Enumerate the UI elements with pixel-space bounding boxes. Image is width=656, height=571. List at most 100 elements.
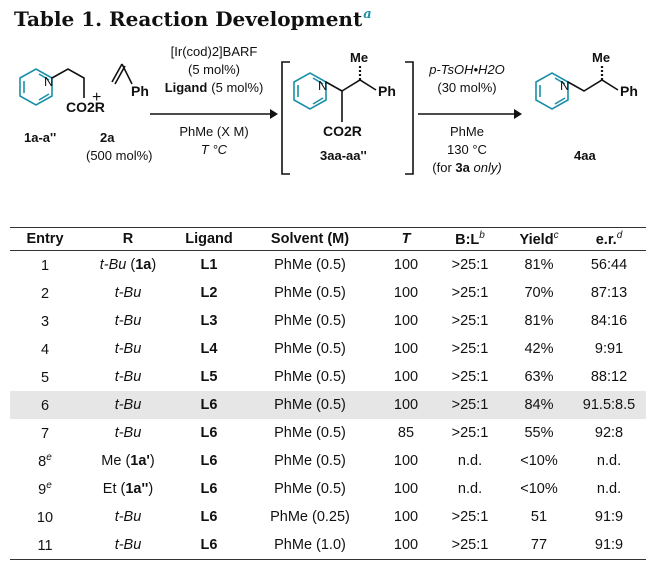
- catalyst-text: [Ir(cod)2]BARF: [171, 44, 258, 59]
- cell-solvent: PhMe (0.5): [274, 313, 346, 329]
- acid-text: p-TsOH•H2O: [428, 62, 505, 77]
- cell-r: t-Bu (1a): [99, 257, 157, 273]
- cell-yield: 55%: [524, 425, 554, 441]
- atom-n-3: N: [318, 78, 327, 93]
- cell-bl: >25:1: [434, 531, 506, 560]
- solvent-2: PhMe: [450, 124, 484, 139]
- ph-group-4: Ph: [620, 83, 638, 99]
- cell-entry: 11: [10, 531, 80, 560]
- cell-bl: >25:1: [451, 313, 489, 329]
- cell-solvent: PhMe (0.5): [274, 257, 346, 273]
- cell-entry: 9e: [38, 480, 52, 498]
- me-group-3: Me: [350, 50, 368, 65]
- header-bl: B:Lb: [434, 227, 506, 251]
- cell-ligand: L6: [176, 531, 242, 560]
- cell-ligand: L6: [200, 425, 218, 441]
- cell-solvent: PhMe (0.5): [274, 341, 346, 357]
- cell-ligand: L3: [200, 313, 218, 329]
- cell-r: t-Bu: [114, 341, 142, 357]
- cell-entry: 8e: [38, 452, 52, 470]
- catalyst-loading: (5 mol%): [188, 62, 240, 77]
- cell-r: t-Bu: [114, 509, 142, 525]
- temperature-1: T °C: [201, 142, 228, 157]
- temperature-2: 130 °C: [447, 142, 487, 157]
- cell-temperature: 100: [378, 531, 434, 560]
- cell-er: 84:16: [590, 313, 628, 329]
- cell-solvent: PhMe (0.5): [242, 391, 378, 419]
- cell-bl: >25:1: [451, 369, 489, 385]
- cell-ligand: L1: [200, 257, 218, 273]
- cell-r: t-Bu: [114, 425, 142, 441]
- cell-temperature: 100: [393, 453, 419, 469]
- cell-temperature: 100: [393, 341, 419, 357]
- cell-r: t-Bu: [114, 285, 142, 301]
- cell-solvent: PhMe (0.5): [274, 481, 346, 497]
- cell-solvent: PhMe (0.5): [274, 453, 346, 469]
- cell-er: 87:13: [590, 285, 628, 301]
- styrene-2a: [111, 63, 133, 85]
- compound-label-4: 4aa: [574, 148, 596, 163]
- cell-temperature: 100: [393, 313, 419, 329]
- cell-entry: 1: [40, 257, 50, 274]
- cell-ligand: L6: [200, 509, 218, 525]
- svg-text:Ligand(5 mol%): Ligand(5 mol%): [165, 80, 264, 95]
- intermediate-3aa: [293, 64, 377, 122]
- cell-er: n.d.: [596, 481, 622, 497]
- cell-ligand: L4: [200, 341, 218, 357]
- cell-yield: 63%: [524, 369, 554, 385]
- cell-ligand: L6: [200, 453, 218, 469]
- ligand-label: Ligand: [165, 80, 208, 95]
- cell-temperature: 100: [393, 257, 419, 273]
- header-temperature: T: [378, 227, 434, 251]
- cell-er: 91:9: [594, 509, 624, 525]
- cell-ligand: L5: [200, 369, 218, 385]
- ligand-loading: (5 mol%): [211, 80, 263, 95]
- acid-loading: (30 mol%): [437, 80, 496, 95]
- cell-ligand: L2: [200, 285, 218, 301]
- cell-yield: 81%: [524, 257, 554, 273]
- cell-bl: >25:1: [451, 509, 489, 525]
- cell-bl: >25:1: [451, 425, 489, 441]
- cell-ligand: L6: [200, 481, 218, 497]
- cell-temperature: 100: [393, 285, 419, 301]
- bracket-left: [281, 61, 290, 175]
- cell-bl: n.d.: [457, 481, 483, 497]
- cell-temperature: 85: [397, 425, 415, 441]
- table-title: Table 1. Reaction Developmenta: [14, 7, 372, 31]
- cell-yield: 51: [530, 509, 548, 525]
- header-solvent: Solvent (M): [242, 227, 378, 251]
- cell-entry: 4: [40, 341, 50, 358]
- plus-sign: +: [92, 89, 101, 106]
- atom-n-4: N: [560, 78, 569, 93]
- cell-r: Me (1a'): [101, 453, 155, 469]
- compound-label-2: 2a: [100, 130, 115, 145]
- title-footnote-marker: a: [363, 7, 372, 23]
- cell-er: 56:44: [590, 257, 628, 273]
- cell-entry: 3: [40, 313, 50, 330]
- ph-group-3: Ph: [378, 83, 396, 99]
- compound-label-1: 1a-a'': [24, 130, 56, 145]
- condition-note: (for 3a only): [432, 160, 501, 175]
- cell-r: t-Bu: [114, 369, 142, 385]
- cell-temperature: 100: [393, 509, 419, 525]
- cell-ligand: L6: [176, 391, 242, 419]
- cell-entry: 10: [36, 509, 54, 526]
- cell-temperature: 100: [378, 391, 434, 419]
- atom-n-1: N: [44, 74, 53, 89]
- cell-yield: 77: [506, 531, 572, 560]
- cell-temperature: 100: [393, 481, 419, 497]
- cell-entry: 7: [40, 425, 50, 442]
- cell-er: 9:91: [594, 341, 624, 357]
- reaction-scheme: N CO2R + Ph 1a-a'' 2a (500 mol%) [Ir(cod…: [19, 44, 638, 175]
- cell-yield: 84%: [506, 391, 572, 419]
